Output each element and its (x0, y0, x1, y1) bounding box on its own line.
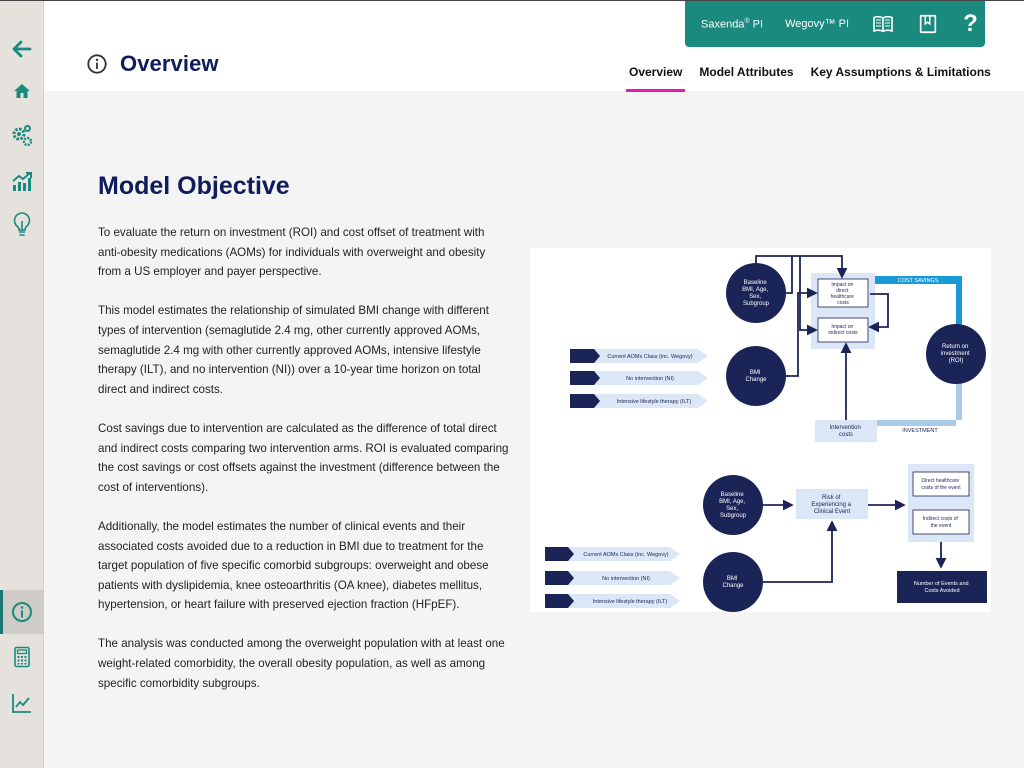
svg-text:BMI Change: BMI Change (745, 370, 767, 383)
tab-bar: Overview Model Attributes Key Assumption… (626, 65, 994, 92)
intervention-arrows: Current AOMs Class (inc. Wegovy) No inte… (545, 547, 680, 608)
book-icon[interactable] (871, 12, 895, 36)
cost-savings-band (875, 276, 962, 328)
svg-text:Baseline BMI, Age,: Baseline BMI, Age, Sex, Subgroup (719, 492, 747, 519)
svg-text:Current AOMs Class (inc. Wegov: Current AOMs Class (inc. Wegovy) (583, 552, 668, 558)
svg-text:No intervention (NI): No intervention (NI) (626, 376, 674, 382)
paragraph: To evaluate the return on investment (RO… (98, 226, 486, 279)
investment-label: INVESTMENT (902, 428, 938, 434)
svg-text:Number of Events and C: Number of Events and Costs Avoided (914, 581, 970, 594)
bmi-change-node (703, 552, 763, 612)
back-arrow-icon[interactable] (6, 33, 38, 65)
svg-text:Impact on indirect cos: Impact on indirect costs (828, 324, 858, 336)
svg-text:Risk of Experiencing a: Risk of Experiencing a Clinical Event (811, 495, 852, 515)
roi-node (926, 324, 986, 384)
indirect-event-costs-box (912, 509, 970, 535)
page-title: Overview (120, 51, 219, 76)
tab-model-attributes[interactable]: Model Attributes (699, 65, 794, 79)
risk-box (796, 489, 868, 519)
investment-band (815, 380, 962, 426)
intervention-costs-box (815, 420, 877, 442)
events-flow-connectors (763, 499, 947, 583)
page-header: Overview Saxenda® PI Wegovy™ PI ? Overvi… (44, 1, 1024, 92)
svg-text:Current AOMs Class (inc. Wegov: Current AOMs Class (inc. Wegovy) (607, 354, 692, 360)
tab-key-assumptions[interactable]: Key Assumptions & Limitations (810, 65, 991, 79)
paragraph: The analysis was conducted among the ove… (98, 637, 505, 690)
lightbulb-icon[interactable] (6, 208, 38, 242)
line-chart-icon[interactable] (6, 687, 38, 719)
objective-text: To evaluate the return on investment (RO… (98, 223, 510, 713)
growth-chart-icon[interactable] (6, 166, 38, 198)
svg-text:BMI Change: BMI Change (722, 576, 744, 589)
wegovy-pi-link[interactable]: Wegovy™ PI (785, 18, 850, 30)
help-icon[interactable]: ? (963, 10, 978, 37)
svg-text:No intervention (NI): No intervention (NI) (602, 576, 650, 582)
info-icon (86, 53, 108, 75)
home-icon[interactable] (6, 75, 38, 107)
svg-text:Intensive lifestyle therapy (I: Intensive lifestyle therapy (ILT) (617, 399, 692, 405)
baseline-node (726, 263, 786, 323)
model-diagram: COST SAVINGS INVESTMENT Baseline BMI, Ag… (530, 248, 991, 612)
paragraph: This model estimates the relationship of… (98, 304, 489, 396)
direct-event-costs-box (912, 471, 970, 497)
roi-flow-connectors (755, 255, 889, 420)
svg-text:Indirect costs of the: Indirect costs of the event (923, 516, 959, 529)
cost-savings-label: COST SAVINGS (898, 278, 939, 284)
svg-text:Intervention costs: Intervention costs (829, 425, 862, 438)
info-icon[interactable] (6, 596, 38, 628)
direct-costs-box (817, 278, 869, 308)
events-result-box (897, 571, 987, 603)
calculator-icon[interactable] (6, 641, 38, 673)
sidebar (0, 1, 44, 768)
intervention-arrows: Current AOMs Class (inc. Wegovy) No inte… (570, 349, 708, 408)
svg-text:Baseline BMI, Age,: Baseline BMI, Age, Sex, Subgroup (742, 280, 770, 307)
svg-text:Return on investment: Return on investment (ROI) (941, 344, 972, 364)
notebook-icon[interactable] (917, 12, 939, 36)
model-flow-diagram: COST SAVINGS INVESTMENT Baseline BMI, Ag… (545, 255, 987, 612)
saxenda-pi-link[interactable]: Saxenda® PI (701, 17, 764, 31)
gears-icon[interactable] (6, 120, 38, 152)
svg-text:Impact on direct: Impact on direct healthcare costs (831, 282, 856, 306)
baseline-node (703, 475, 763, 535)
svg-text:Intensive lifestyle therapy (I: Intensive lifestyle therapy (ILT) (593, 599, 668, 605)
paragraph: Additionally, the model estimates the nu… (98, 519, 489, 612)
tab-overview[interactable]: Overview (626, 65, 686, 92)
title-area: Overview (86, 51, 219, 77)
svg-text:Direct healthcare cost: Direct healthcare costs of the event (921, 478, 961, 491)
bmi-change-node (726, 346, 786, 406)
indirect-costs-box (817, 317, 869, 343)
section-title: Model Objective (98, 172, 290, 200)
paragraph: Cost savings due to intervention are cal… (98, 421, 509, 494)
resource-toolbar: Saxenda® PI Wegovy™ PI ? (685, 1, 985, 47)
